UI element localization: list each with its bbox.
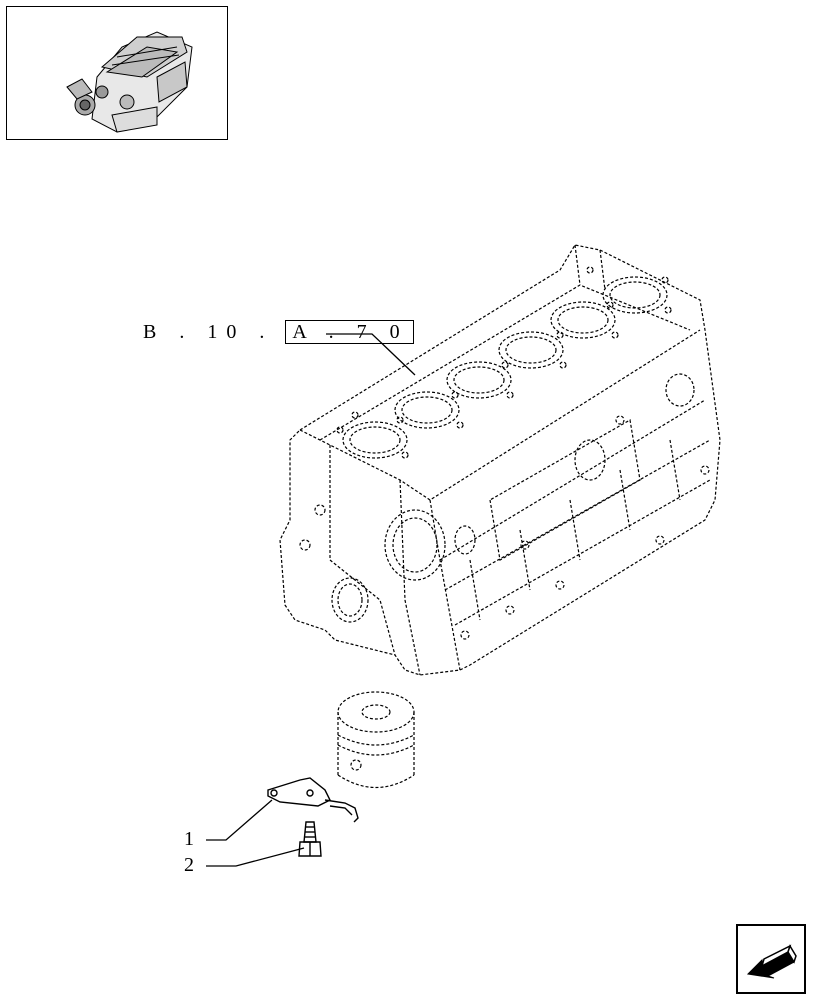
arrow-back-icon	[746, 944, 797, 979]
reference-prefix: B . 10 .	[143, 321, 274, 343]
reference-code[interactable]: B . 10 . A . 7 0	[143, 319, 414, 345]
leader-line-1	[206, 799, 273, 841]
engine-thumbnail[interactable]	[6, 6, 228, 140]
bolt	[298, 821, 322, 857]
leader-line-reference	[326, 333, 416, 376]
navigation-back-button[interactable]	[736, 924, 806, 994]
reference-boxed-code[interactable]: A . 7 0	[285, 320, 414, 344]
engine-thumbnail-icon	[66, 31, 193, 133]
callout-number-2: 2	[184, 854, 194, 876]
oil-jet-bracket	[267, 777, 359, 823]
callout-number-1: 1	[184, 828, 194, 850]
leader-line-2	[206, 847, 305, 867]
